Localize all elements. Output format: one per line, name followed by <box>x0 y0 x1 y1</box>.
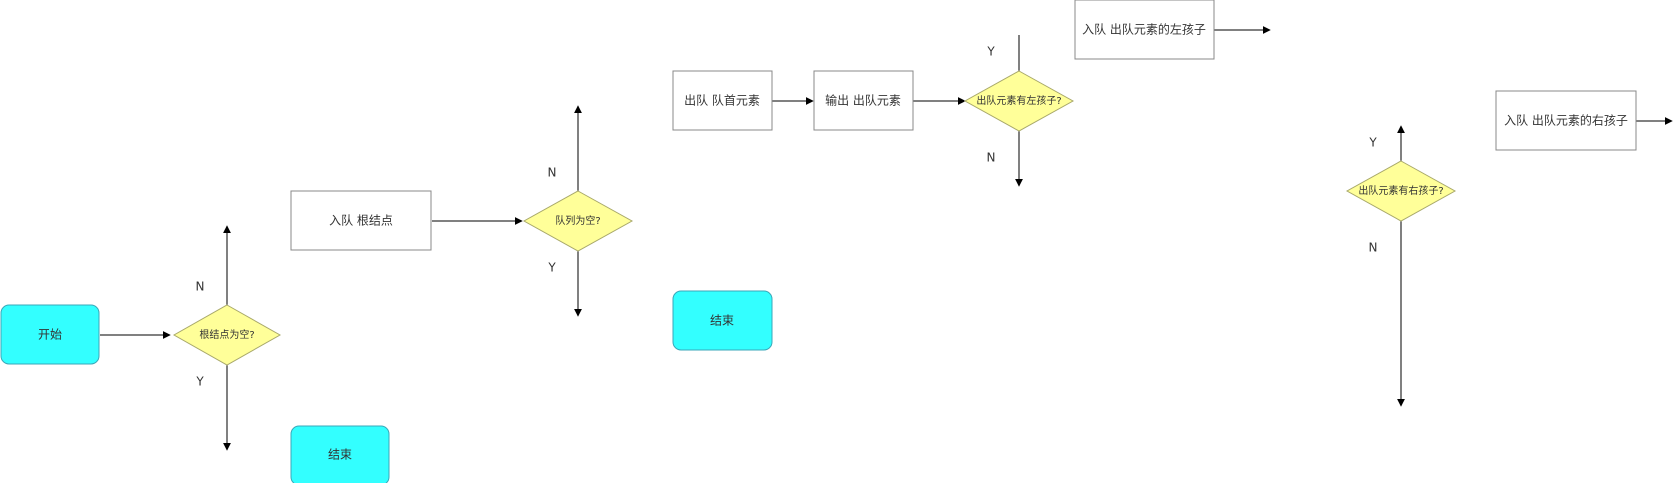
node-end-2[interactable]: 结束 <box>672 290 773 351</box>
node-dequeue-head[interactable]: 出队 队首元素 <box>672 70 773 131</box>
end-2-terminal-shape <box>672 290 773 351</box>
queue-check-no-label: N <box>548 166 557 180</box>
left-check-yes-label: Y <box>986 45 995 59</box>
enqueue-right-label: 入队 出队元素的右孩子 <box>1504 113 1628 128</box>
end-1-terminal-shape <box>290 425 390 483</box>
queue-empty-label: 队列为空? <box>555 214 600 227</box>
dequeue-head-label: 出队 队首元素 <box>684 93 760 108</box>
end-1-label: 结束 <box>328 448 352 462</box>
has-right-label: 出队元素有右孩子? <box>1358 184 1443 197</box>
start-terminal-shape <box>0 304 100 365</box>
has-right-diamond <box>1345 160 1457 222</box>
start-label: 开始 <box>38 328 62 342</box>
root-empty-label: 根结点为空? <box>199 328 254 341</box>
node-enqueue-right[interactable]: 入队 出队元素的右孩子 <box>1495 90 1637 151</box>
node-output-elem[interactable]: 输出 出队元素 <box>813 70 914 131</box>
queue-empty-diamond <box>522 190 634 252</box>
branch-labels: N Y N Y Y N Y N <box>195 45 1377 389</box>
root-check-no-label: N <box>196 280 205 294</box>
node-has-left-decision[interactable]: 出队元素有左孩子? <box>963 70 1075 132</box>
enqueue-left-box <box>1074 0 1215 60</box>
enqueue-left-label: 入队 出队元素的左孩子 <box>1082 22 1206 37</box>
enqueue-root-box <box>290 190 432 251</box>
dequeue-head-box <box>672 70 773 131</box>
has-left-diamond <box>963 70 1075 132</box>
right-check-no-label: N <box>1369 241 1378 255</box>
has-left-label: 出队元素有左孩子? <box>976 94 1061 107</box>
root-empty-diamond <box>172 304 282 366</box>
node-enqueue-root[interactable]: 入队 根结点 <box>290 190 432 251</box>
node-queue-empty-decision[interactable]: 队列为空? <box>522 190 634 252</box>
node-start[interactable]: 开始 <box>0 304 100 365</box>
node-root-empty-decision[interactable]: 根结点为空? <box>172 304 282 366</box>
output-elem-label: 输出 出队元素 <box>825 93 901 108</box>
queue-check-yes-label: Y <box>547 261 556 275</box>
left-check-no-label: N <box>987 151 996 165</box>
root-check-yes-label: Y <box>195 375 204 389</box>
node-has-right-decision[interactable]: 出队元素有右孩子? <box>1345 160 1457 222</box>
end-2-label: 结束 <box>710 314 734 328</box>
output-elem-box <box>813 70 914 131</box>
edges <box>100 26 1673 451</box>
enqueue-root-label: 入队 根结点 <box>329 213 393 228</box>
right-check-yes-label: Y <box>1368 136 1377 150</box>
enqueue-right-box <box>1495 90 1637 151</box>
node-end-1[interactable]: 结束 <box>290 425 390 483</box>
node-enqueue-left[interactable]: 入队 出队元素的左孩子 <box>1074 0 1215 60</box>
